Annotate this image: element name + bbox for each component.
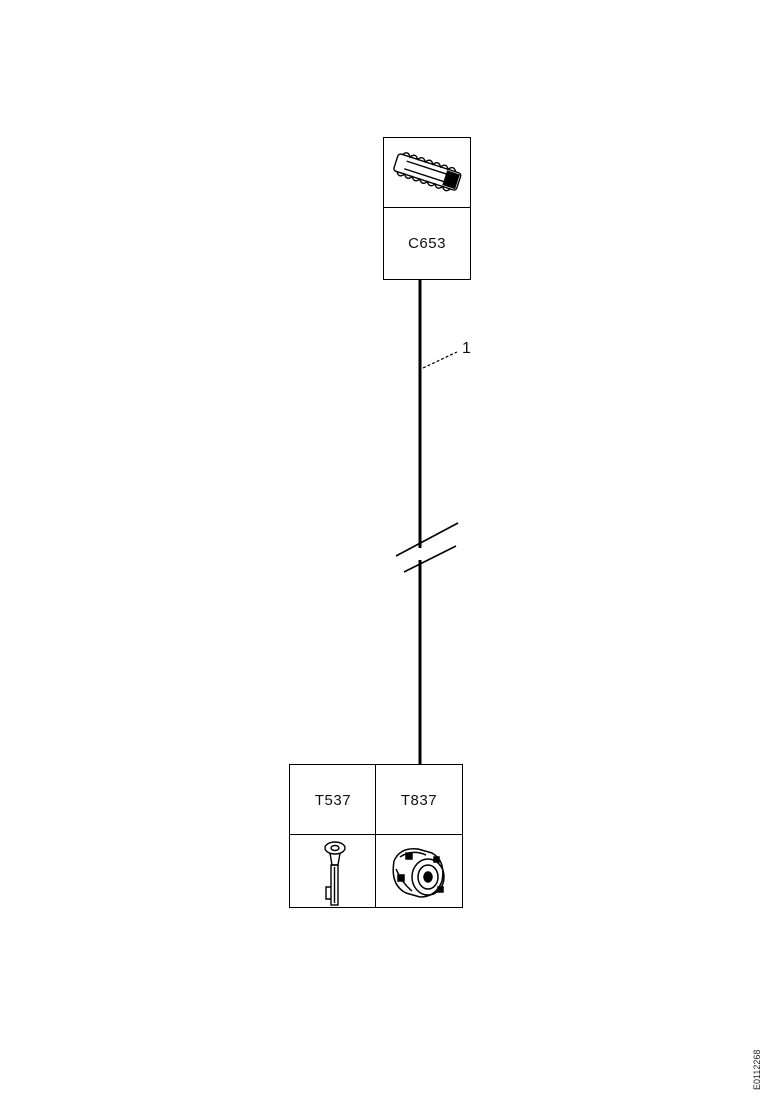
round-connector-icon bbox=[392, 848, 445, 898]
bottom-connector-2-image-cell bbox=[375, 834, 463, 908]
bottom-connector-1-image-cell bbox=[289, 834, 377, 908]
connector-code-t537: T537 bbox=[314, 791, 352, 809]
multi-pin-connector-icon bbox=[393, 152, 462, 192]
ring-terminal-icon bbox=[324, 841, 346, 906]
top-connector-image-cell bbox=[383, 137, 471, 209]
bottom-connector-2-code-cell: T837 bbox=[375, 764, 463, 836]
connector-code-c653: C653 bbox=[408, 235, 446, 252]
wire-callout-number: 1 bbox=[462, 340, 471, 357]
bottom-connector-1-code-cell: T537 bbox=[289, 764, 377, 836]
top-connector-code-cell: C653 bbox=[383, 207, 471, 280]
callout-leader bbox=[422, 351, 458, 369]
connector-code-t837: T837 bbox=[400, 791, 438, 809]
document-id: E0112268 bbox=[752, 1049, 762, 1090]
wire-break-icon bbox=[395, 522, 459, 573]
